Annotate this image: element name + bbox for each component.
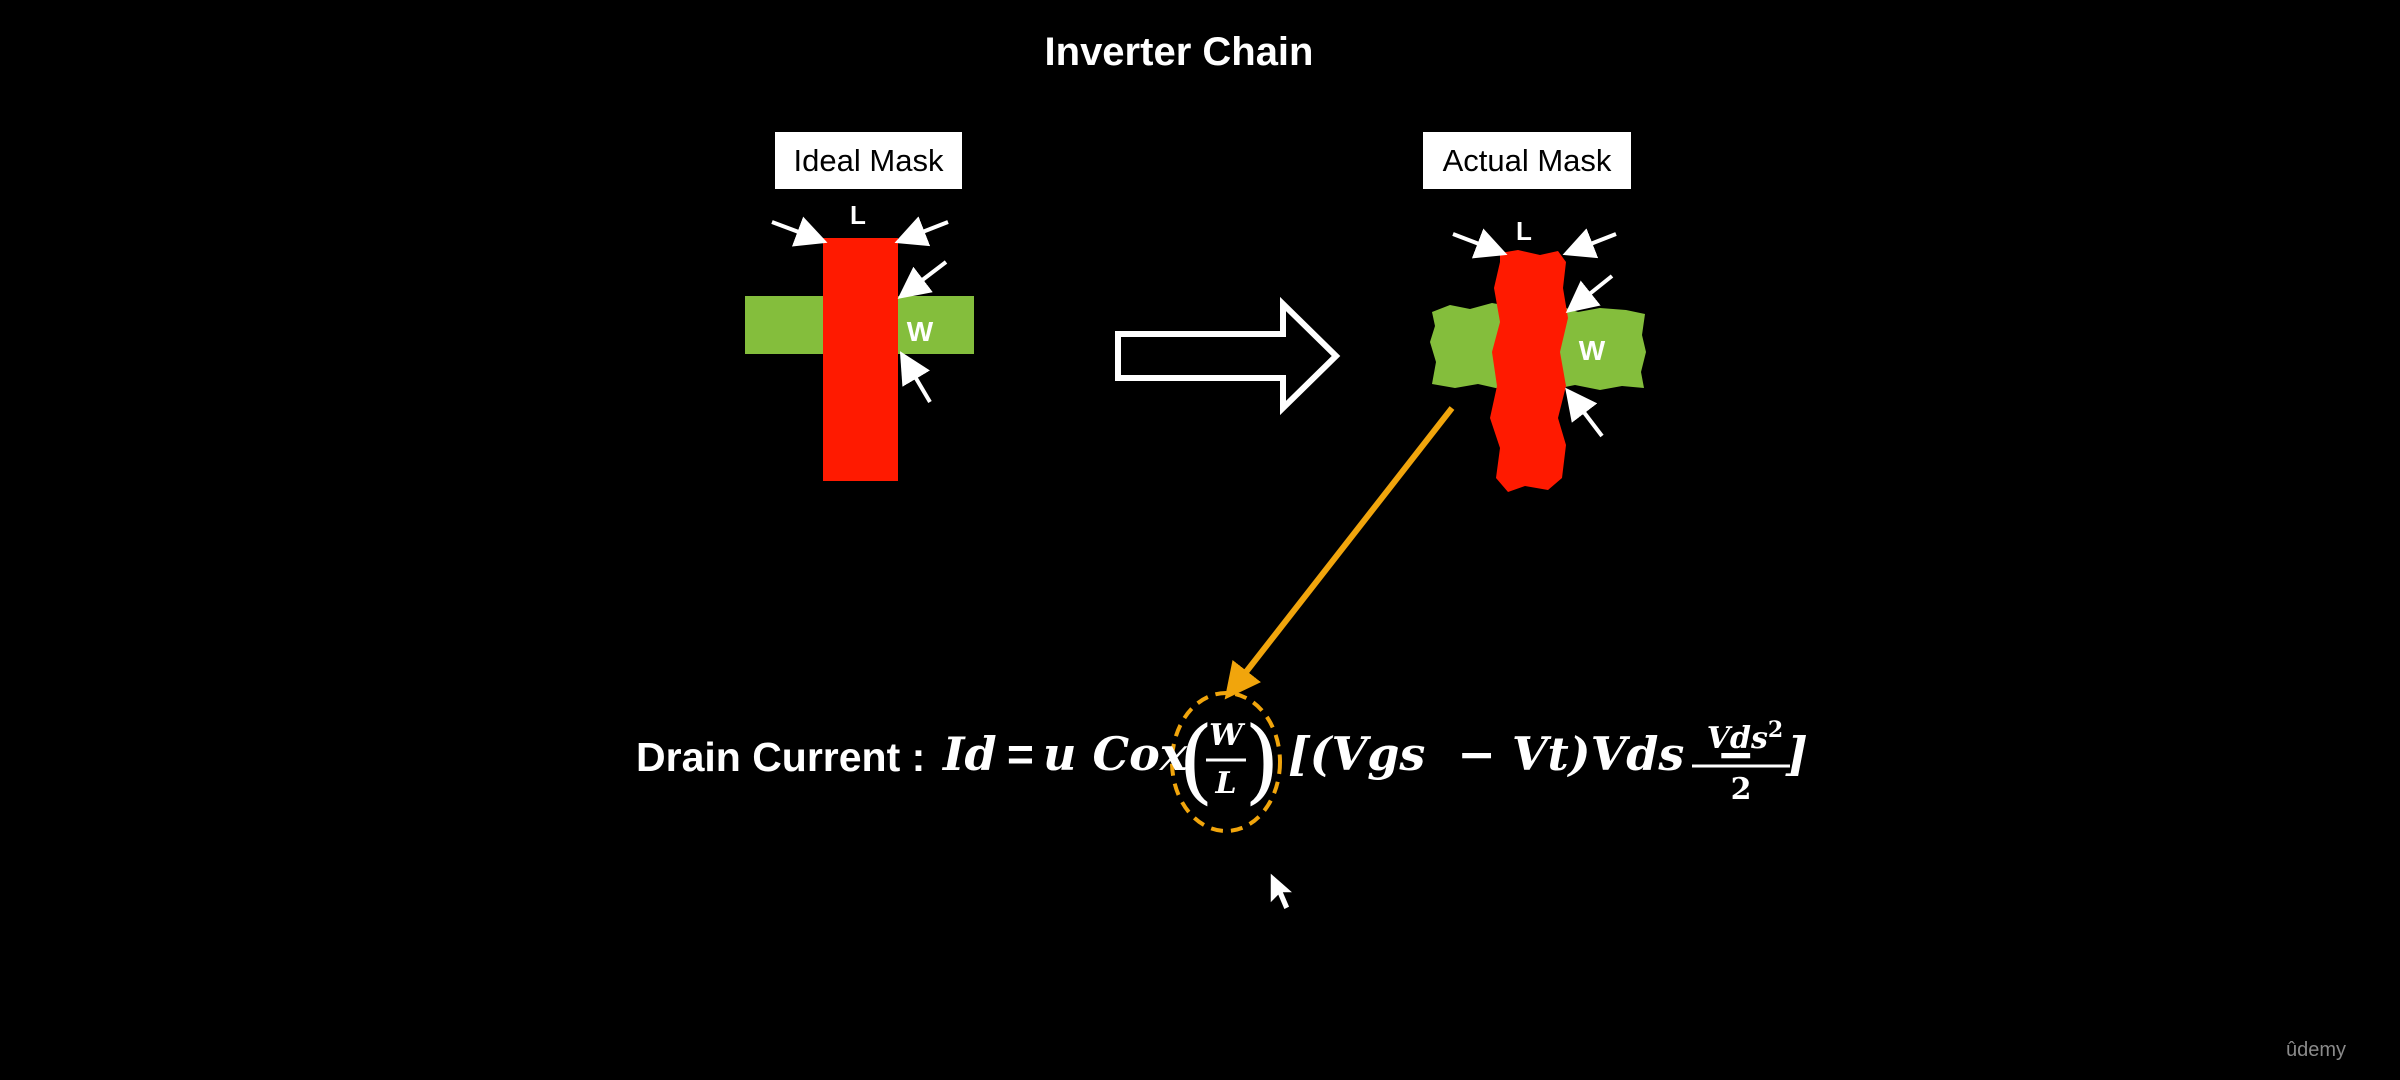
ideal-gate-rect: [823, 238, 898, 481]
mouse-cursor-icon: [1269, 870, 1296, 912]
wl-highlight-ellipse: [1170, 691, 1282, 833]
actual-mask: L W: [1430, 216, 1646, 492]
ideal-length-label: L: [850, 200, 866, 230]
actual-arrow-left: [1452, 228, 1508, 259]
wl-close-paren: ): [1244, 707, 1280, 814]
actual-arrow-width-bottom: [1565, 387, 1604, 438]
quad-exponent: 2: [1767, 717, 1784, 743]
wl-denominator: L: [1215, 766, 1237, 801]
ideal-mask-label: Ideal Mask: [775, 132, 962, 189]
transform-arrow-icon: [1115, 296, 1341, 416]
formula-equals: =: [1007, 728, 1034, 780]
ideal-width-label: W: [907, 316, 934, 347]
formula-label: Drain Current :: [636, 734, 926, 780]
actual-mask-label: Actual Mask: [1423, 132, 1631, 189]
ideal-arrow-width-top: [897, 260, 948, 299]
actual-length-label: L: [1516, 216, 1532, 246]
quad-denominator: 2: [1730, 772, 1752, 807]
actual-arrow-right: [1562, 228, 1617, 259]
slide-title: Inverter Chain: [1044, 30, 1314, 74]
quad-numerator-base: Vds: [1706, 721, 1768, 756]
ideal-arrow-left: [771, 216, 828, 247]
ideal-arrow-width-bottom: [899, 351, 932, 404]
actual-gate-shape: [1490, 250, 1568, 492]
ideal-arrow-right: [894, 216, 949, 247]
quad-numerator: Vds2: [1690, 717, 1800, 756]
actual-arrow-width-top: [1565, 274, 1614, 313]
formula-bracket-body: [(Vgs − Vt)Vds −: [1288, 727, 1755, 781]
udemy-logo: ûdemy: [2285, 1039, 2346, 1061]
formula-factor: u Cox: [1043, 727, 1188, 781]
formula-closing-bracket: ]: [1786, 727, 1808, 781]
pointer-arrow: [1224, 406, 1455, 700]
ideal-mask: L W: [745, 200, 974, 481]
actual-width-label: W: [1579, 335, 1606, 366]
wl-numerator: W: [1209, 718, 1243, 753]
formula-lhs: Id: [943, 727, 997, 781]
